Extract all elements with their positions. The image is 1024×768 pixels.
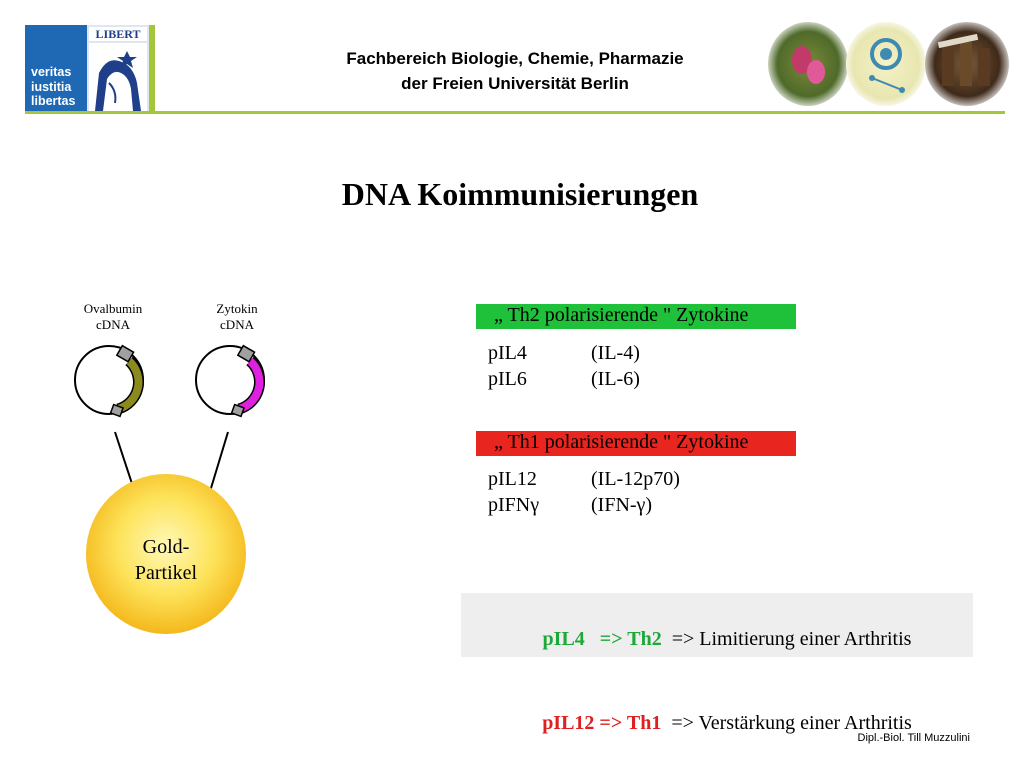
header-photo-strip (768, 22, 1009, 106)
summary-line-1: pIL4 => Th2 => Limitierung einer Arthrit… (461, 597, 973, 681)
logo-motto-iustitia: iustitia (31, 79, 72, 94)
logo-blue-panel: veritas iustitia libertas (25, 25, 87, 113)
summary-th2-text: => Limitierung einer Arthritis (661, 628, 912, 650)
th1-list: pIL12 (IL-12p70) pIFNγ (IFN-γ) (488, 466, 788, 518)
plasmid-name: pIL4 (488, 342, 527, 364)
logo-seal: LIBERT (87, 25, 155, 113)
plasmid-zytokin-icon (195, 344, 265, 418)
list-item: pIL12 (IL-12p70) (488, 466, 788, 492)
plasmid-name: pIL6 (488, 368, 527, 390)
plasmid-name: pIFNγ (488, 494, 540, 516)
header-title: Fachbereich Biologie, Chemie, Pharmazie … (280, 46, 750, 96)
list-item: pIL4 (IL-4) (488, 340, 788, 366)
gold-particle-icon (86, 474, 246, 634)
diagram-svg (74, 344, 265, 634)
summary-th2-highlight: pIL4 => Th2 (542, 628, 662, 650)
plasmid1-label: Ovalbumin cDNA (83, 301, 143, 332)
list-item: pIFNγ (IFN-γ) (488, 492, 788, 518)
plasmid2-label: Zytokin cDNA (216, 301, 258, 332)
header-line-2: der Freien Universität Berlin (401, 74, 629, 93)
summary-th1-highlight: pIL12 => Th1 (542, 712, 662, 734)
university-logo: veritas iustitia libertas LIBERT (25, 25, 160, 113)
protein-name: (IL-4) (591, 342, 640, 364)
logo-motto-veritas: veritas (31, 65, 72, 79)
logo-banner: LIBERT (89, 27, 147, 41)
header-line-1: Fachbereich Biologie, Chemie, Pharmazie (346, 49, 684, 68)
th2-heading: „ Th2 polarisierende " Zytokine (476, 304, 796, 329)
header-rule (25, 111, 1005, 114)
author-credit: Dipl.-Biol. Till Muzzulini (857, 732, 970, 744)
th2-list: pIL4 (IL-4) pIL6 (IL-6) (488, 340, 788, 392)
protein-name: (IFN-γ) (591, 494, 653, 516)
summary-th1-text: => Verstärkung einer Arthritis (661, 712, 912, 734)
summary-box: pIL4 => Th2 => Limitierung einer Arthrit… (461, 593, 973, 734)
plasmid-ovalbumin-icon (74, 344, 144, 418)
th1-heading: „ Th1 polarisierende " Zytokine (476, 431, 796, 456)
list-item: pIL6 (IL-6) (488, 366, 788, 392)
plasmid-name: pIL12 (488, 468, 537, 490)
summary-line-2: pIL12 => Th1 => Verstärkung einer Arthri… (461, 681, 973, 765)
logo-motto-libertas: libertas (31, 94, 76, 108)
gold-particle-label: Gold- Partikel (134, 536, 198, 584)
protein-name: (IL-6) (591, 368, 640, 390)
slide-title: DNA Koimmunisierungen (341, 176, 699, 212)
protein-name: (IL-12p70) (591, 468, 680, 490)
photo-molecule (846, 22, 926, 106)
seal-figure-icon (89, 43, 147, 111)
